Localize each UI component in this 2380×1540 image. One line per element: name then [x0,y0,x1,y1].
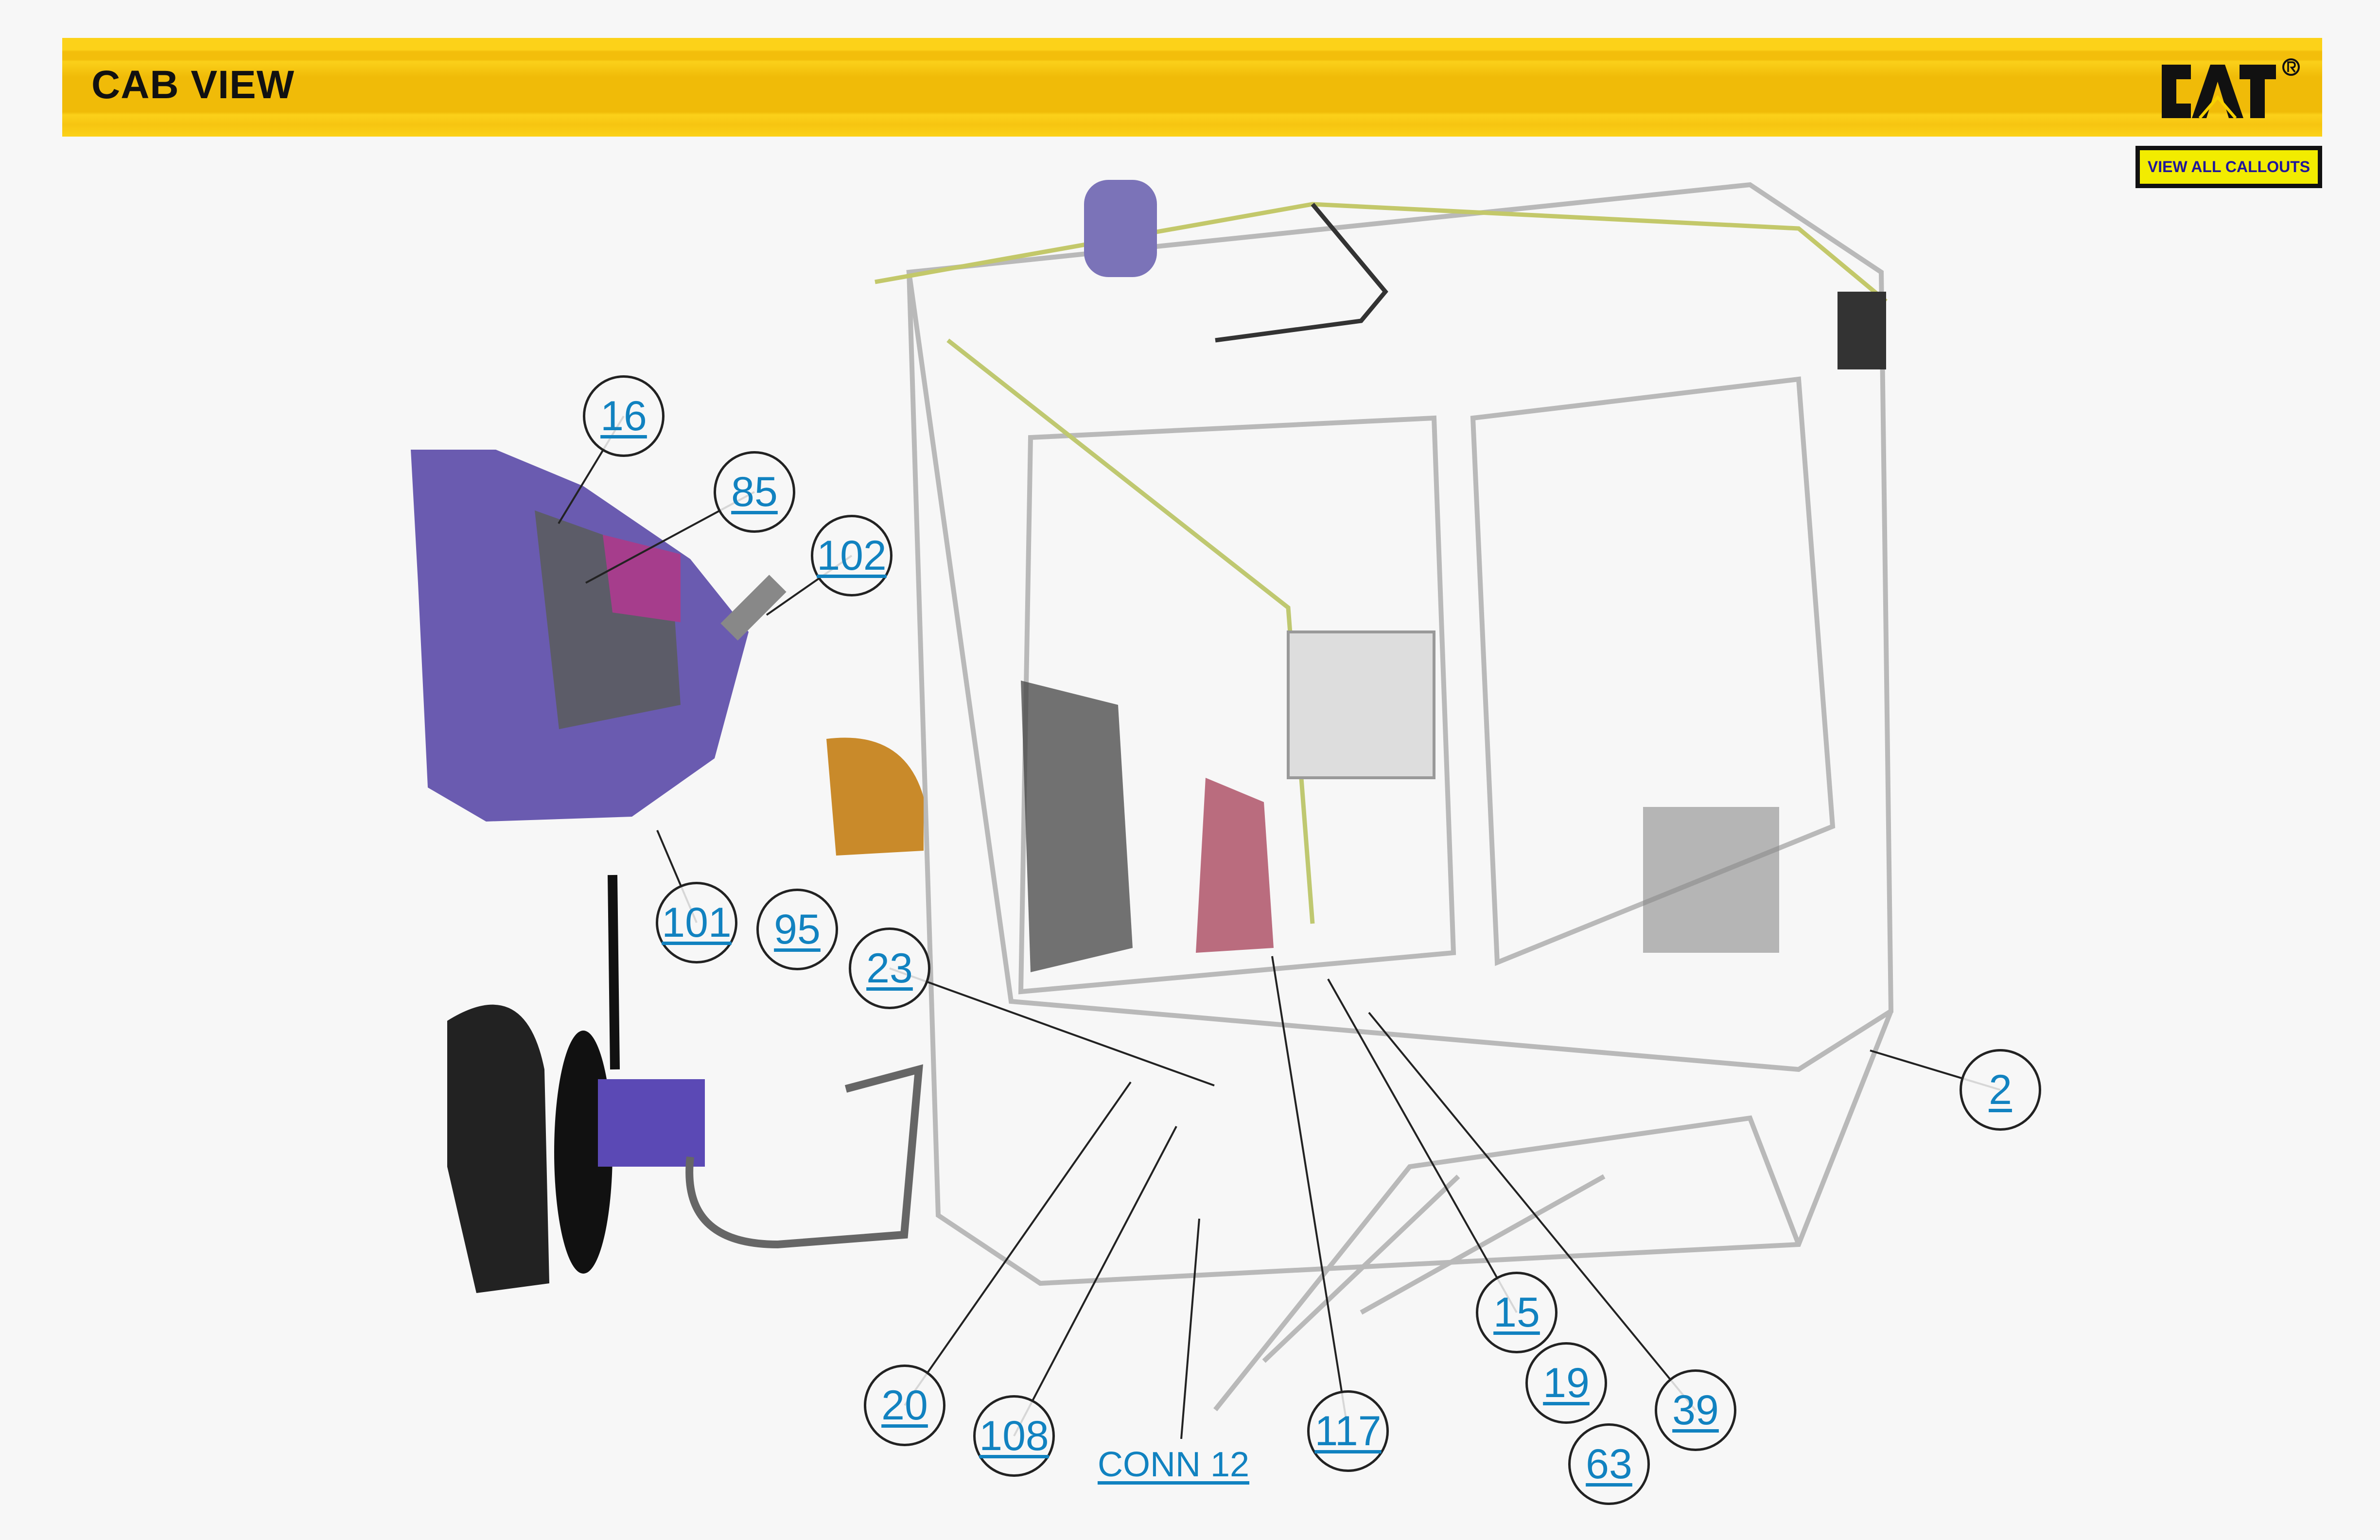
callout-label: 20 [881,1382,928,1429]
callout-63[interactable]: 63 [1568,1423,1650,1505]
cat-logo-wordmark [2162,58,2300,118]
callout-label: 85 [731,469,778,515]
callout-label: 95 [774,906,821,953]
callout-label: 2 [1989,1067,2012,1113]
callout-85[interactable]: 85 [714,451,795,533]
leader-line [889,967,1215,1086]
callout-101[interactable]: 101 [656,882,737,963]
callout-label: 102 [817,532,887,579]
cat-logo [2162,58,2300,119]
callout-label: 101 [662,899,732,946]
callout-23[interactable]: 23 [849,928,930,1009]
callout-label: 117 [1314,1408,1382,1454]
cab-frame [906,182,1894,1412]
callout-19[interactable]: 19 [1525,1342,1607,1424]
callout-label: 16 [600,393,647,439]
callout-95[interactable]: 95 [756,889,838,970]
callout-108[interactable]: 108 [973,1395,1055,1477]
callout-39[interactable]: 39 [1655,1369,1736,1451]
callout-117[interactable]: 117 [1307,1390,1389,1472]
leader-line [1180,1218,1200,1439]
pump-assembly [411,450,787,822]
page-header: CAB VIEW [62,38,2322,137]
callout-15[interactable]: 15 [1476,1272,1558,1353]
page-title: CAB VIEW [91,63,295,107]
leader-line [1327,979,1518,1313]
callout-label: 108 [979,1413,1049,1459]
leader-line [1368,1012,1697,1411]
callout-label: 39 [1672,1387,1719,1434]
callout-label: 63 [1586,1441,1632,1488]
callout-label: 15 [1493,1289,1540,1336]
view-all-callouts-button[interactable]: VIEW ALL CALLOUTS [2135,146,2322,188]
callout-102[interactable]: 102 [811,515,892,596]
callout-20[interactable]: 20 [864,1365,945,1446]
leader-line [1013,1126,1177,1436]
callout-2[interactable]: 2 [1960,1049,2041,1131]
leader-line [904,1081,1132,1406]
callout-label: 23 [866,945,913,992]
callout-label: 19 [1543,1360,1590,1406]
callout-16[interactable]: 16 [583,375,665,457]
fan-assembly [447,875,923,1293]
connector-12-link[interactable]: CONN 12 [1097,1445,1250,1484]
cab-components [826,180,1886,972]
leader-line [1271,956,1349,1432]
